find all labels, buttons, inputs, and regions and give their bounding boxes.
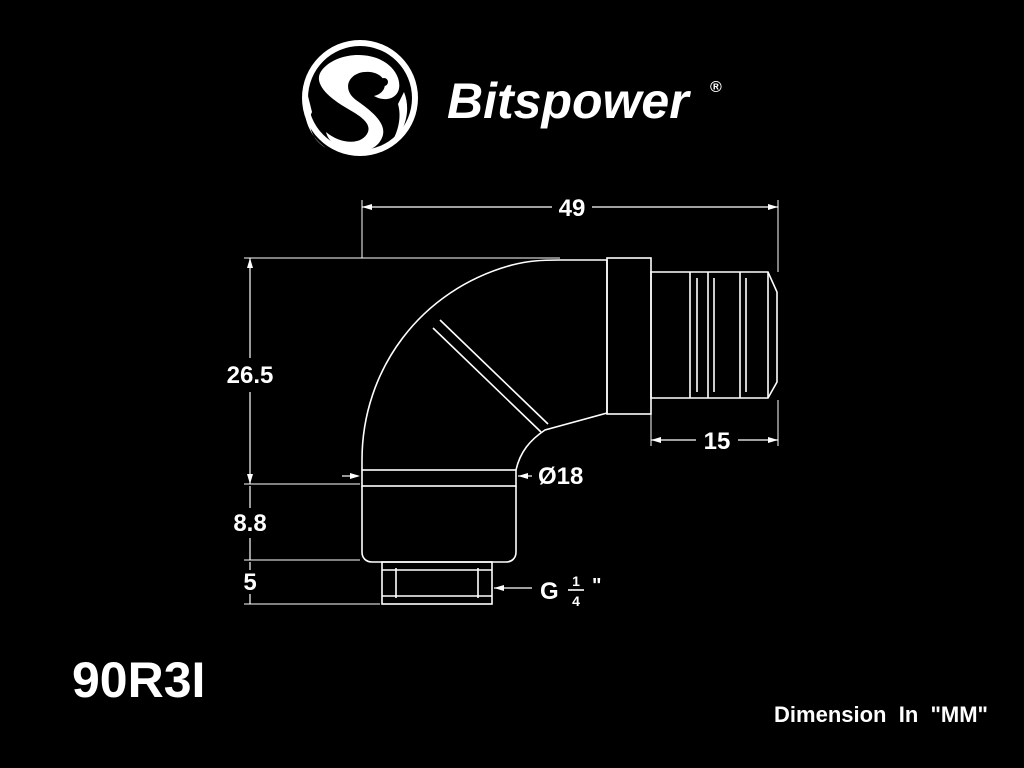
thread-spec-label: G 1 4 " <box>540 573 601 609</box>
outlet-collar <box>606 257 652 415</box>
thread-unit: " <box>592 575 601 597</box>
dim-rotary-height: 8.8 <box>233 510 266 537</box>
product-model: 90R3I <box>72 652 205 708</box>
dim-body-height: 26.5 <box>227 362 274 389</box>
dim-barb-length: 15 <box>704 428 731 455</box>
brand-logo: Bitspower ® <box>302 40 722 156</box>
fitting-outline <box>361 257 778 605</box>
thread-prefix: G <box>540 578 559 605</box>
dragon-emblem-icon <box>302 40 418 156</box>
rotary-base <box>361 486 517 563</box>
registered-mark: ® <box>710 79 722 96</box>
elbow-body <box>361 259 607 470</box>
rotary-ring <box>361 469 517 487</box>
dim-ring-diameter: Ø18 <box>538 463 583 490</box>
brand-name: Bitspower <box>447 73 691 129</box>
elbow-seam-line <box>439 319 549 425</box>
units-note: Dimension In "MM" <box>774 702 988 727</box>
g14-thread <box>381 561 493 605</box>
dim-thread-height: 5 <box>243 569 256 596</box>
dimension-lines <box>244 200 779 605</box>
hose-barb <box>650 271 778 399</box>
dim-overall-width: 49 <box>559 195 586 222</box>
thread-numerator: 1 <box>572 573 580 589</box>
thread-denominator: 4 <box>572 593 580 609</box>
